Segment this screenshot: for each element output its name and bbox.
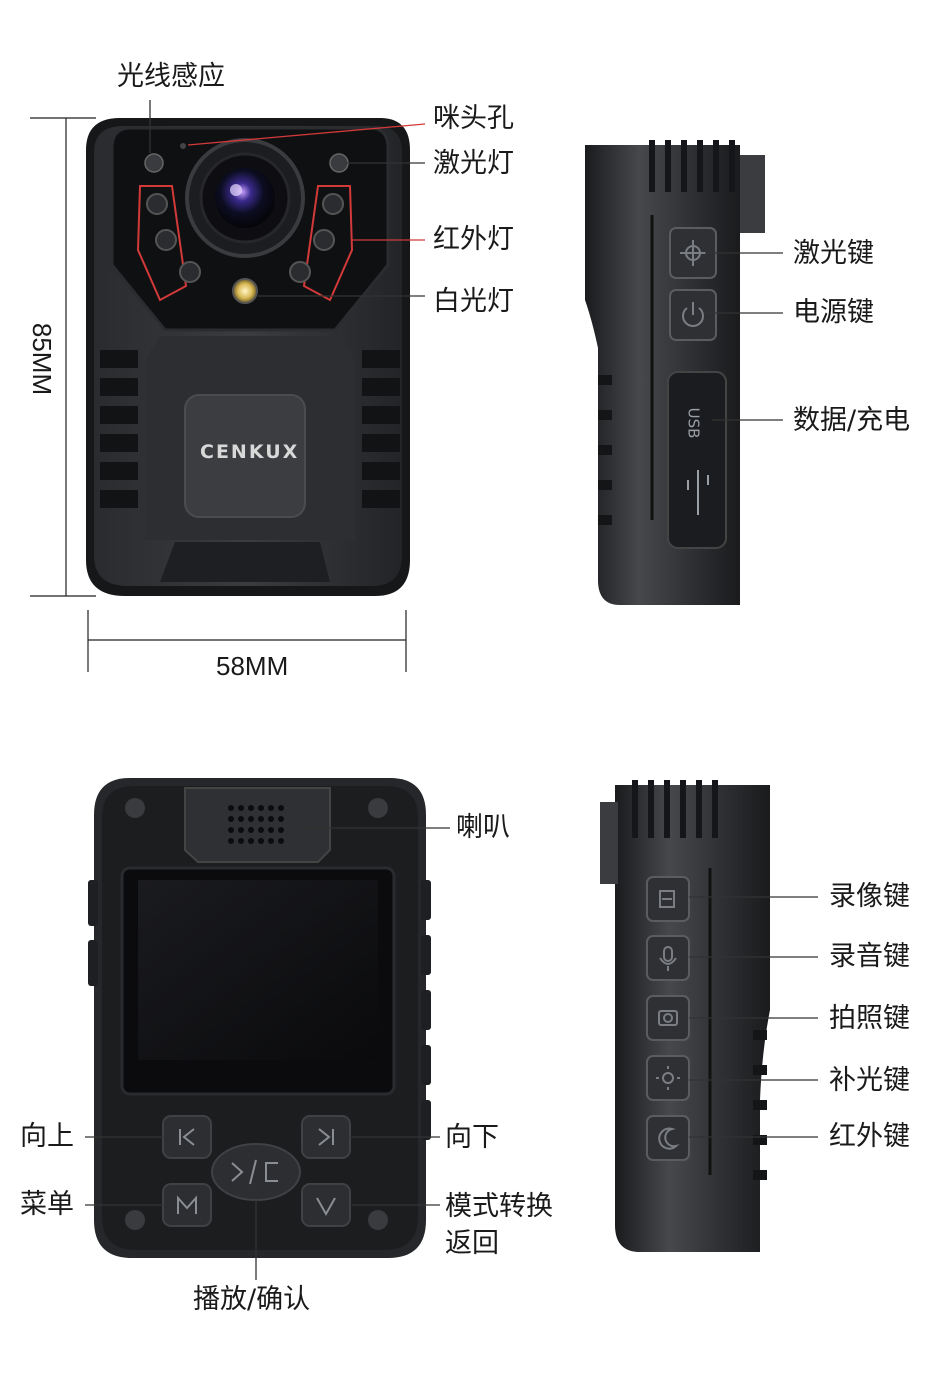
moon-icon	[658, 1127, 680, 1150]
label-infrared-key: 红外键	[829, 1121, 910, 1152]
label-mic-hole: 咪头孔	[433, 103, 514, 134]
label-back: 返回	[445, 1228, 499, 1259]
dimension-width: 58MM	[216, 651, 289, 681]
laser-crosshair-icon	[680, 240, 706, 266]
label-speaker: 喇叭	[456, 812, 510, 843]
label-up: 向上	[20, 1121, 74, 1152]
menu-m-icon	[177, 1195, 197, 1214]
microphone-icon	[659, 946, 677, 971]
back-view	[88, 778, 431, 1258]
label-photo-key: 拍照键	[829, 1003, 910, 1034]
label-data-charge: 数据/充电	[793, 405, 911, 436]
camera-icon	[658, 1010, 678, 1026]
front-leader-lines	[149, 100, 426, 297]
label-laser-key: 激光键	[793, 238, 874, 269]
label-play-confirm: 播放/确认	[193, 1284, 311, 1315]
power-icon	[682, 302, 704, 327]
play-return-icon	[231, 1159, 278, 1185]
usb-port-text: USB	[684, 407, 703, 439]
side-leader-lines	[705, 252, 783, 421]
label-infrared-light: 红外灯	[433, 224, 514, 255]
side2-leader-lines	[689, 896, 818, 1138]
brand-logo-text: CENKUX	[200, 441, 300, 463]
next-icon	[318, 1128, 334, 1146]
label-light-sensor: 光线感应	[117, 61, 225, 92]
sun-icon	[656, 1066, 680, 1090]
label-fill-light-key: 补光键	[829, 1065, 910, 1096]
side-view-right	[585, 140, 765, 605]
label-menu: 菜单	[20, 1189, 74, 1220]
mode-v-icon	[316, 1197, 336, 1217]
side-view-left	[600, 780, 770, 1252]
label-white-light: 白光灯	[433, 286, 514, 317]
dimension-lines	[30, 117, 407, 672]
prev-icon	[179, 1128, 195, 1146]
label-power-key: 电源键	[793, 297, 874, 328]
back-leader-lines	[85, 827, 450, 1280]
front-view	[86, 118, 410, 596]
label-laser-light: 激光灯	[433, 148, 514, 179]
video-icon	[659, 890, 675, 908]
label-mode-switch: 模式转换	[445, 1191, 553, 1222]
label-record-video-key: 录像键	[829, 881, 910, 912]
label-down: 向下	[445, 1122, 499, 1153]
label-record-audio-key: 录音键	[829, 941, 910, 972]
dimension-height: 85MM	[27, 322, 57, 396]
